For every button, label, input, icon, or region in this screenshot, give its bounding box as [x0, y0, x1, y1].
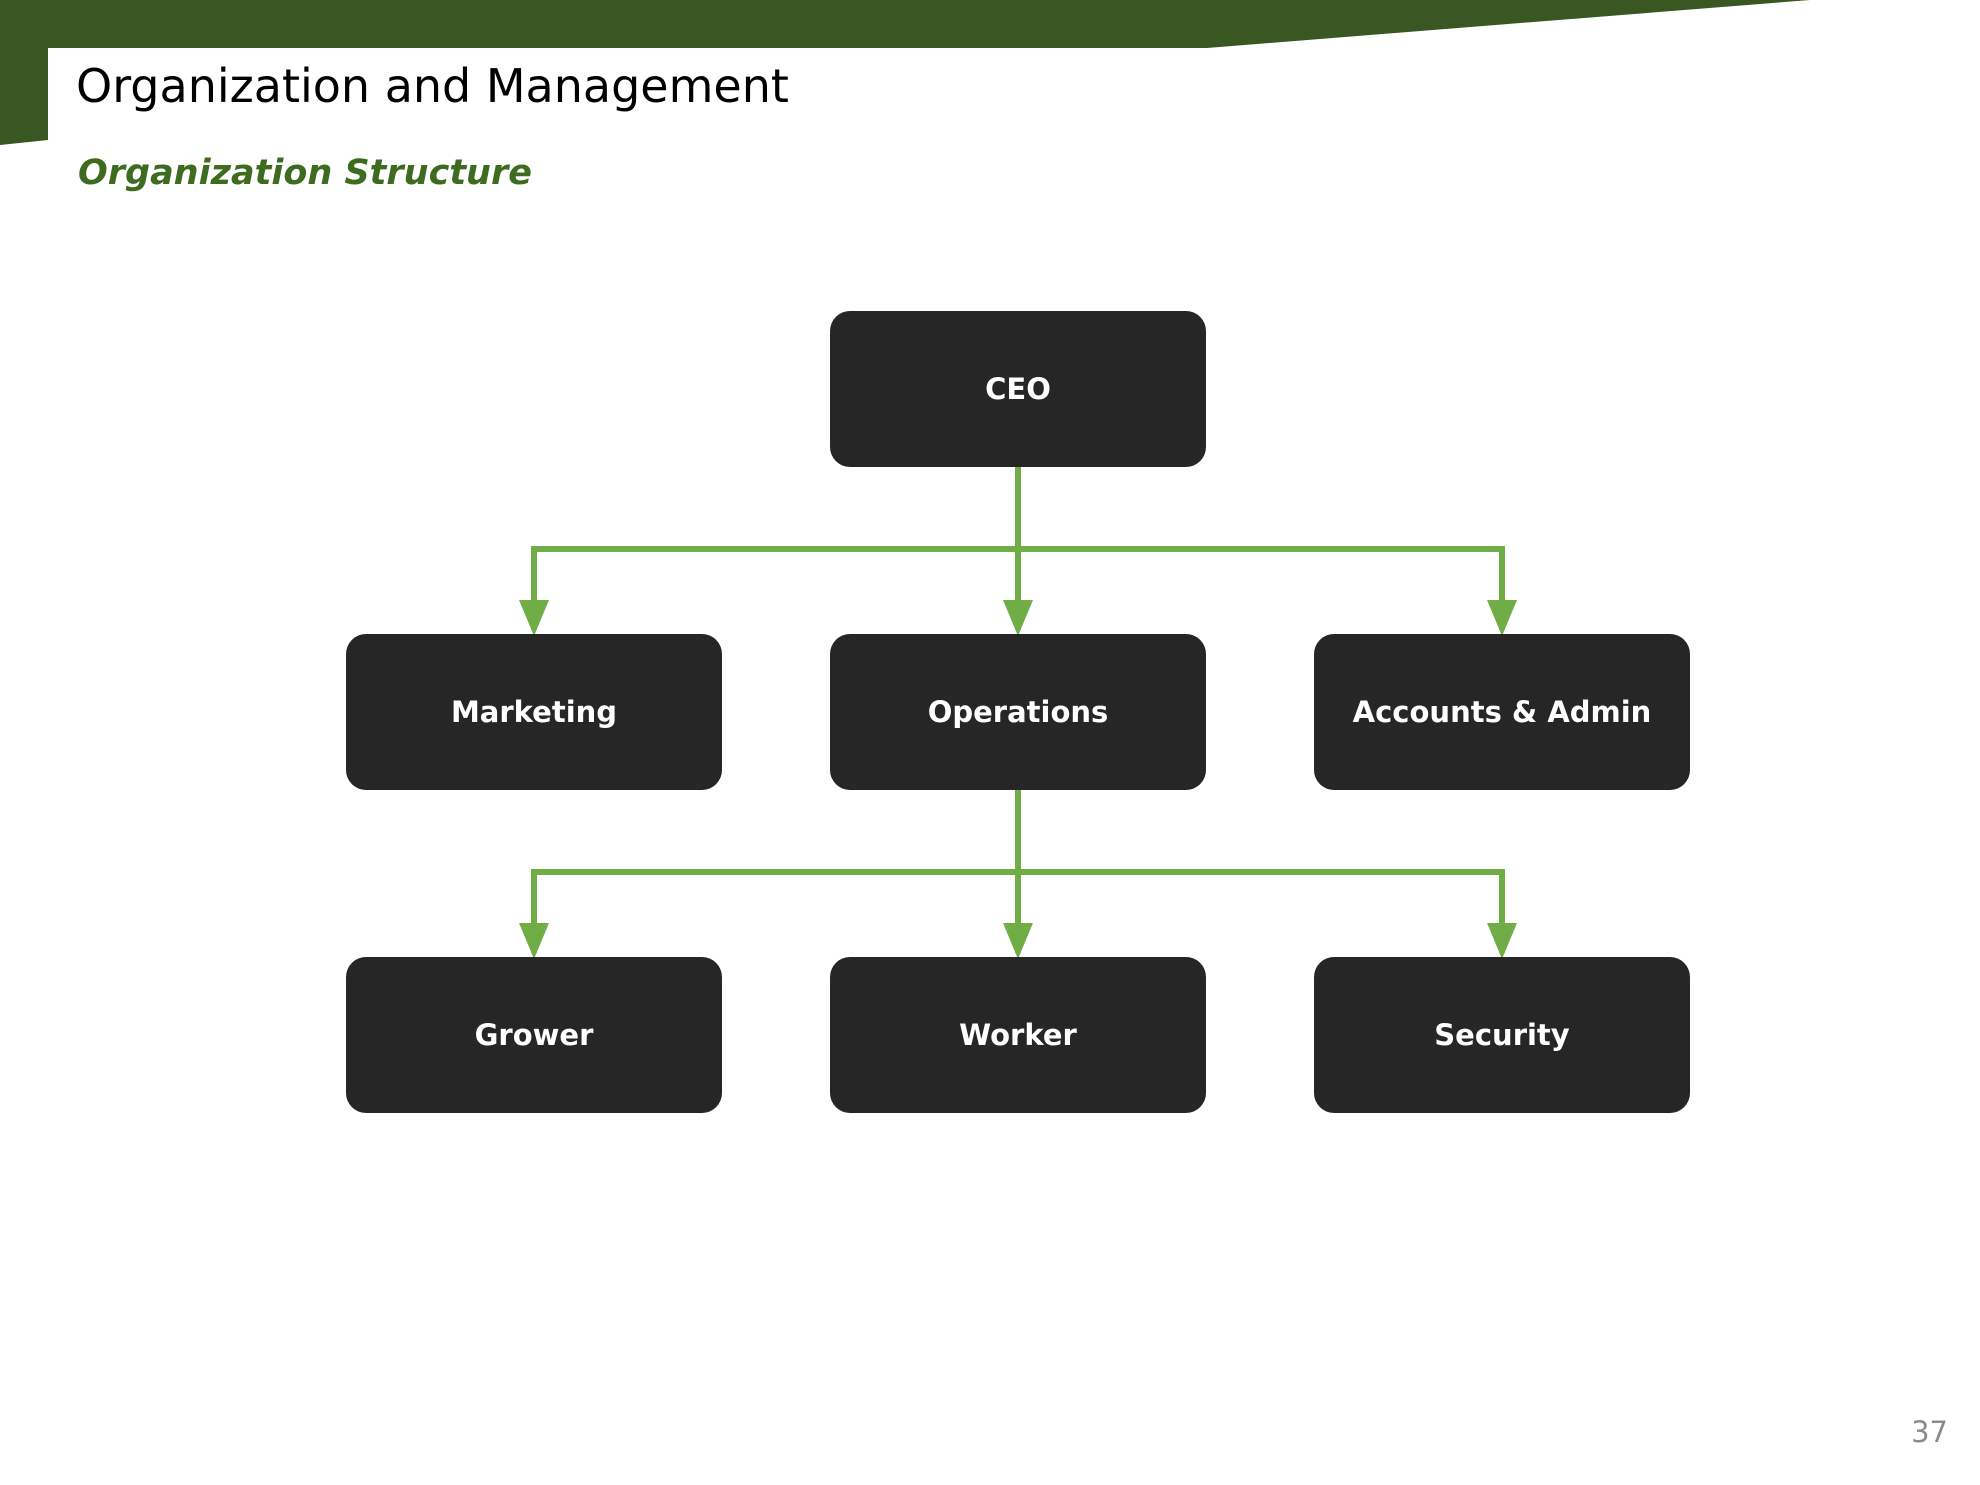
- org-node-worker: Worker: [830, 957, 1206, 1113]
- org-node-label: Operations: [927, 695, 1109, 729]
- page-number: 37: [1911, 1415, 1948, 1449]
- slide-title: Organization and Management: [76, 59, 789, 113]
- org-node-marketing: Marketing: [346, 634, 722, 790]
- org-node-operations: Operations: [830, 634, 1206, 790]
- org-node-label: Marketing: [450, 695, 618, 729]
- org-node-label: Worker: [959, 1018, 1077, 1052]
- slide-subtitle: Organization Structure: [78, 153, 532, 193]
- org-node-grower: Grower: [346, 957, 722, 1113]
- connector-ceo-to-marketing: [519, 467, 1021, 636]
- org-node-label: Security: [1434, 1018, 1570, 1052]
- org-node-ceo: CEO: [830, 311, 1206, 467]
- connector-operations-to-grower: [519, 790, 1021, 959]
- org-node-label: Accounts & Admin: [1352, 695, 1652, 729]
- org-node-security: Security: [1314, 957, 1690, 1113]
- header-banner-shape: [0, 0, 1810, 145]
- org-node-accounts-admin: Accounts & Admin: [1314, 634, 1690, 790]
- header-banner: [0, 0, 1810, 145]
- connector-operations-to-security: [1015, 790, 1517, 959]
- org-node-label: CEO: [985, 372, 1051, 406]
- connector-ceo-to-accounts: [1015, 467, 1517, 636]
- org-node-label: Grower: [474, 1018, 594, 1052]
